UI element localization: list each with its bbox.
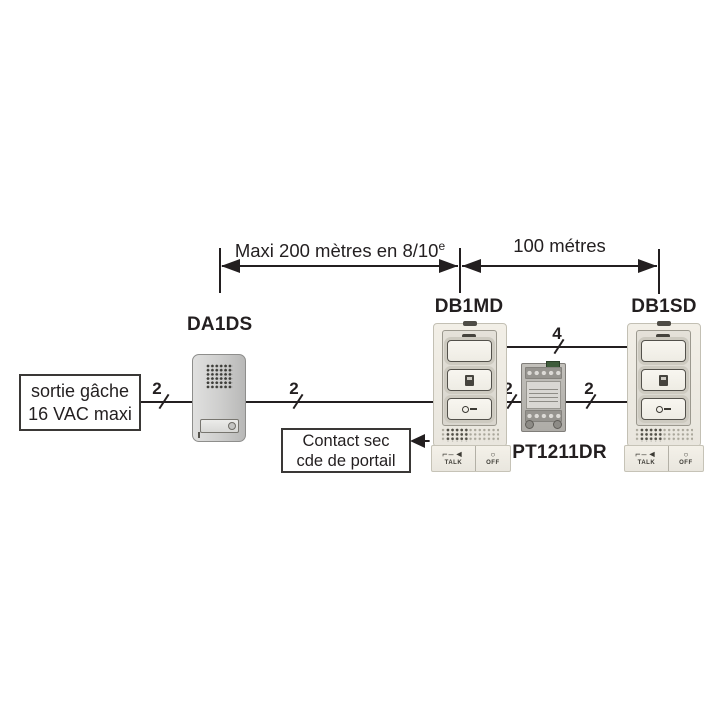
- terminal-row-icon: [525, 367, 562, 379]
- speaker-grille-dark-icon: [446, 428, 468, 442]
- dashed-wire: [424, 440, 439, 442]
- device-da1ds: [192, 354, 246, 442]
- label-db1sd: DB1SD: [631, 296, 697, 317]
- label-da1ds: DA1DS: [187, 314, 253, 335]
- screw-icon: [553, 420, 562, 429]
- db1sd-button-strip: ⌐–◄ TALK ○ OFF: [624, 445, 704, 472]
- front-panel: [442, 330, 497, 426]
- speaker-grille-icon: [206, 364, 233, 389]
- door-release-icon: [465, 374, 474, 386]
- off-label: OFF: [679, 459, 693, 466]
- arrow-left-icon: [462, 259, 481, 273]
- key-icon: [462, 405, 477, 413]
- mic-slot-icon: [656, 334, 670, 338]
- top-button: [447, 340, 492, 362]
- key-button: [447, 398, 492, 420]
- key-button: [641, 398, 686, 420]
- strike-output-box: sortie gâche 16 VAC maxi: [19, 374, 141, 431]
- speaker-grille-dark-icon: [640, 428, 662, 442]
- front-panel: [636, 330, 691, 426]
- dry-contact-box: Contact sec cde de portail: [281, 428, 411, 473]
- talk-icon: ⌐–◄: [442, 449, 465, 459]
- dimension-tick-middle: [459, 248, 461, 293]
- wire-count-label: 2: [289, 379, 299, 398]
- wire-strike-to-door: [141, 401, 192, 403]
- dry-contact-line2: cde de portail: [296, 451, 396, 470]
- wire-door-to-master: [244, 401, 433, 403]
- talk-icon: ⌐–◄: [635, 449, 658, 459]
- strike-output-line2: 16 VAC maxi: [28, 403, 132, 424]
- wire-count-label: 2: [152, 379, 162, 398]
- label-pt1211dr: PT1211DR: [512, 442, 607, 463]
- off-icon: ○: [490, 449, 496, 459]
- arrow-left-icon: [221, 259, 240, 273]
- wire-master-to-psu: [505, 401, 523, 403]
- talk-label: TALK: [637, 460, 656, 466]
- dimension-label-1-text: Maxi 200 mètres en 8/10: [234, 240, 439, 262]
- wire-master-to-sub: [505, 346, 628, 348]
- wire-count-label: 4: [552, 324, 562, 343]
- mounting-clip-icon: [657, 321, 671, 326]
- terminal-row-icon: [525, 410, 562, 422]
- wire-count-label: 2: [503, 379, 513, 398]
- dimension-label-1-sup: e: [438, 239, 446, 253]
- door-release-icon: [659, 374, 668, 386]
- device-pt1211dr: [521, 361, 566, 432]
- dimension-tick-left: [219, 248, 221, 293]
- db1md-button-strip: ⌐–◄ TALK ○ OFF: [431, 445, 511, 472]
- top-button: [641, 340, 686, 362]
- key-icon: [656, 405, 671, 413]
- off-button: ○ OFF: [474, 446, 510, 471]
- device-detail: [198, 432, 200, 438]
- door-release-button: [641, 369, 686, 391]
- wire-count-label: 2: [584, 379, 594, 398]
- off-label: OFF: [486, 459, 500, 466]
- talk-label: TALK: [444, 460, 463, 466]
- call-button: [200, 419, 239, 433]
- screw-icon: [525, 420, 534, 429]
- talk-button: ⌐–◄ TALK: [625, 446, 668, 471]
- strike-output-line1: sortie gâche: [30, 380, 130, 401]
- rating-plate-text-lines: [529, 386, 558, 405]
- arrow-right-icon: [439, 259, 458, 273]
- dimension-line-2: [462, 265, 657, 267]
- label-db1md: DB1MD: [434, 296, 504, 317]
- door-release-button: [447, 369, 492, 391]
- arrow-right-icon: [638, 259, 657, 273]
- dimension-label-1: Maxi 200 mètres en 8/10e: [222, 236, 458, 261]
- off-button: ○ OFF: [667, 446, 703, 471]
- dimension-label-2: 100 métres: [462, 236, 657, 256]
- arrow-left-icon: [410, 434, 425, 448]
- dimension-line-1: [222, 265, 458, 267]
- dry-contact-line1: Contact sec: [302, 431, 390, 450]
- dimension-label-2-text: 100 métres: [513, 235, 606, 256]
- call-button-icon: [228, 422, 236, 430]
- rating-plate: [526, 381, 561, 409]
- wire-psu-to-sub: [562, 401, 628, 403]
- off-icon: ○: [683, 449, 689, 459]
- device-db1md: [433, 321, 507, 447]
- device-db1sd: [627, 321, 701, 447]
- dimension-tick-right: [658, 249, 660, 294]
- mic-slot-icon: [462, 334, 476, 338]
- mounting-clip-icon: [463, 321, 477, 326]
- talk-button: ⌐–◄ TALK: [432, 446, 475, 471]
